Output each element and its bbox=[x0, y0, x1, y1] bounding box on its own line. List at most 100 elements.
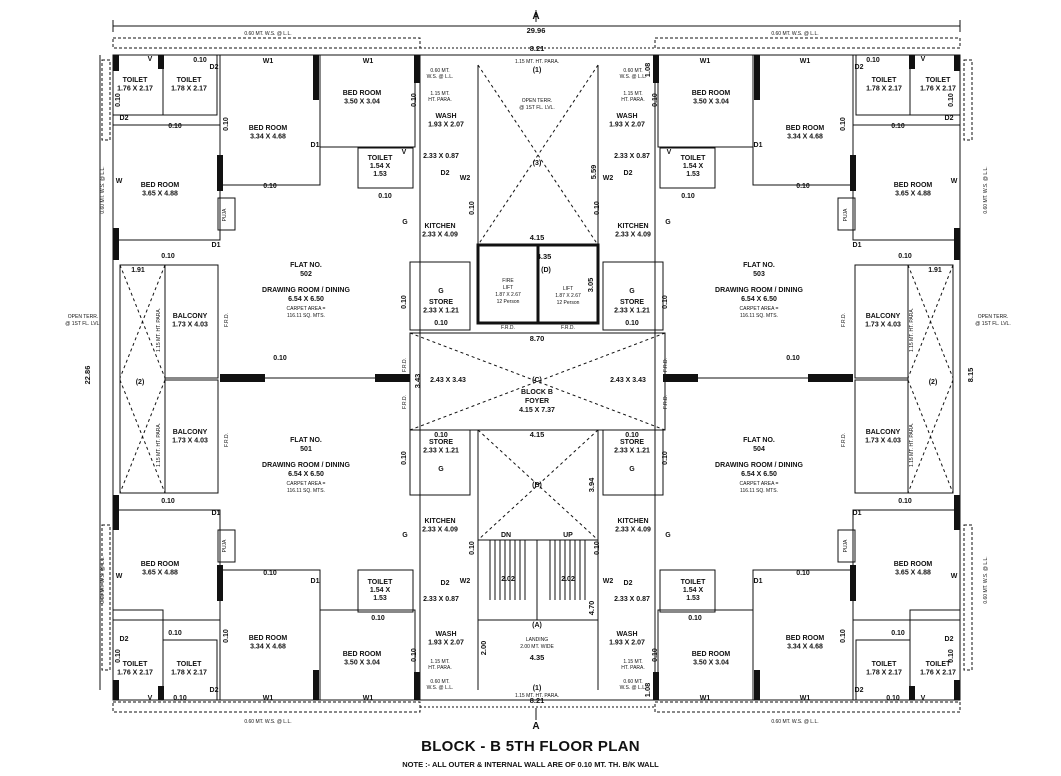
wall-thickness: 0.10 bbox=[652, 648, 659, 662]
column bbox=[909, 686, 915, 700]
lift-zone-width: 4.35 bbox=[537, 252, 552, 261]
parapet-label: 1.15 MT. HT. PARA. bbox=[515, 693, 559, 699]
door-tag: D1 bbox=[212, 242, 221, 249]
wall-thickness: 0.10 bbox=[263, 183, 277, 190]
store-room bbox=[409, 261, 471, 331]
drawing-room-label: DRAWING ROOM / DINING bbox=[262, 287, 350, 294]
balcony bbox=[164, 379, 219, 494]
bedroom bbox=[219, 54, 321, 186]
core-width-bottom: 8.21 bbox=[530, 696, 545, 705]
terrace-diagonal bbox=[907, 379, 954, 494]
column bbox=[158, 55, 164, 69]
door-tag: D2 bbox=[210, 64, 219, 71]
lobby-depth: 3.43 bbox=[413, 374, 422, 389]
bedroom bbox=[319, 54, 416, 148]
column bbox=[158, 686, 164, 700]
puja-label: PUJA bbox=[222, 539, 228, 552]
wall-thickness: 0.10 bbox=[625, 320, 639, 327]
flat-area: 6.54 X 6.50 bbox=[741, 471, 777, 478]
wall-thickness: 0.10 bbox=[796, 183, 810, 190]
ws-label: 0.60 MT. W.S. @ L.L. bbox=[771, 31, 818, 37]
open-terrace-label: OPEN TERR.@ 1ST FL. LVL. bbox=[975, 314, 1010, 327]
marker-c: (C) bbox=[532, 377, 542, 384]
wall-thickness: 0.10 bbox=[898, 498, 912, 505]
door-tag: D2 bbox=[855, 64, 864, 71]
bedroom bbox=[319, 609, 416, 701]
balcony bbox=[854, 379, 909, 494]
window-tag: W bbox=[951, 178, 958, 185]
frd-label: F.R.D. bbox=[663, 395, 669, 409]
ws-label-small: 0.60 MT.W.S. @ L.L. bbox=[427, 68, 454, 80]
lift-zone-depth: 3.05 bbox=[586, 278, 595, 293]
landing-width-2: 2.00 bbox=[479, 641, 488, 656]
overall-depth-label: 22.86 bbox=[83, 366, 92, 385]
open-terrace-diagonal bbox=[477, 64, 599, 246]
wall-thickness: 0.10 bbox=[371, 615, 385, 622]
toilet-room bbox=[357, 147, 414, 189]
column bbox=[113, 680, 119, 700]
carpet-area: CARPET AREA =116.11 SQ. MTS. bbox=[740, 306, 779, 319]
wall-thickness: 0.10 bbox=[161, 253, 175, 260]
window-tag: W1 bbox=[800, 695, 811, 702]
stair-flight: 2.02 bbox=[501, 576, 515, 583]
wall-thickness: 0.10 bbox=[594, 541, 601, 555]
window-tag: W bbox=[116, 573, 123, 580]
stair-depth: 3.94 bbox=[587, 477, 596, 492]
wall-thickness: 0.10 bbox=[401, 295, 408, 309]
frd-label: F.R.D. bbox=[224, 433, 230, 447]
column bbox=[220, 374, 265, 382]
walls bbox=[99, 10, 973, 720]
wall-thickness: 0.10 bbox=[263, 570, 277, 577]
wall-thickness: 0.10 bbox=[115, 649, 122, 663]
door-tag: D2 bbox=[120, 636, 129, 643]
door-tag: D1 bbox=[311, 142, 320, 149]
stair-dn: DN bbox=[501, 532, 511, 539]
wall-thickness: 0.10 bbox=[652, 93, 659, 107]
grill-tag: G bbox=[402, 219, 408, 226]
column bbox=[113, 55, 119, 71]
sunshade-strip bbox=[101, 59, 111, 141]
column bbox=[954, 55, 960, 71]
terrace-diagonal bbox=[119, 264, 166, 379]
grill-tag: G bbox=[629, 288, 635, 295]
open-terrace-label: OPEN TERR.@ 1ST FL. LVL. bbox=[65, 314, 100, 327]
wall-thickness: 0.10 bbox=[161, 498, 175, 505]
balcony-parapet: 1.15 MT. HT. PARA. bbox=[909, 308, 915, 352]
wall-thickness: 0.10 bbox=[193, 57, 207, 64]
door-tag: D2 bbox=[120, 115, 129, 122]
door-tag: D2 bbox=[945, 115, 954, 122]
toilet-room bbox=[162, 639, 218, 701]
terrace-strip bbox=[907, 264, 954, 494]
wall-thickness: 0.10 bbox=[223, 629, 230, 643]
column bbox=[954, 495, 960, 530]
door-tag: D2 bbox=[441, 580, 450, 587]
ws-label: 0.60 MT. W.S. @ L.L. bbox=[100, 556, 106, 603]
sunshade-strip bbox=[963, 524, 973, 671]
door-tag: D1 bbox=[754, 142, 763, 149]
window-tag: W1 bbox=[363, 58, 374, 65]
flat-area: 6.54 X 6.50 bbox=[288, 296, 324, 303]
marker-3: (3) bbox=[533, 160, 542, 167]
column bbox=[653, 55, 659, 83]
wall-thickness: 0.10 bbox=[115, 93, 122, 107]
puja-label: PUJA bbox=[222, 208, 228, 221]
window-tag: W1 bbox=[263, 58, 274, 65]
flat-area: 6.54 X 6.50 bbox=[741, 296, 777, 303]
door-tag: D1 bbox=[311, 578, 320, 585]
door-tag: D2 bbox=[210, 687, 219, 694]
wall-thickness: 0.10 bbox=[469, 541, 476, 555]
terrace-diagonal bbox=[907, 264, 954, 379]
window-tag: W2 bbox=[460, 175, 471, 182]
